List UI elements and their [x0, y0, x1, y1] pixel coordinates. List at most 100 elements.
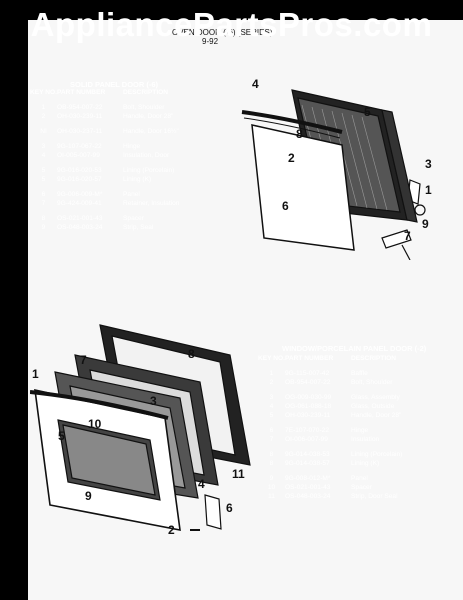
table-row: 8 9G-014-038-57 Lining (K) — [258, 459, 402, 468]
part-number-cell: OS-048-003-24 — [57, 224, 103, 231]
table-row: 6 7E-107-070-22 Hinge — [258, 426, 402, 435]
column-header: DESCRIPTION — [351, 355, 397, 362]
table-header: KEY NO.PART NUMBER DESCRIPTION — [30, 88, 179, 97]
part-number-cell: OH-030-239-11 — [285, 412, 331, 419]
part-number-cell: OS-021-001-43 — [285, 484, 331, 491]
callout-8: 8 — [296, 127, 303, 141]
callout-6: 6 — [282, 199, 289, 213]
key-cell: 8 — [269, 451, 274, 458]
key-cell: 1 — [269, 370, 274, 377]
part-number-cell: OH-030-237-11 — [57, 128, 103, 135]
part-number-cell: 9G-107-067-22 — [57, 143, 102, 150]
window-door-title: WINDOW/PORCELAIN PANEL DOOR (-2) — [282, 344, 427, 353]
key-cell: 6 — [41, 191, 46, 198]
part-number-cell: 9G-006-009-M* — [57, 191, 103, 198]
part-number-cell: 9G-014-038-57 — [285, 460, 330, 467]
description-cell: Lining (K) — [351, 460, 380, 467]
callout-3: 3 — [425, 157, 432, 171]
description-cell: Panel — [351, 475, 368, 482]
callout-4: 4 — [252, 77, 259, 91]
callout-3: 3 — [150, 394, 157, 408]
watermark: AppliancePartsPros.com — [30, 6, 433, 43]
callout-1: 1 — [425, 183, 432, 197]
key-cell: 4 — [41, 152, 46, 159]
part-number-cell: 9G-014-038-53 — [285, 451, 330, 458]
page-header: OVEN DOOR (-6) (SERIES) 9-92 — [172, 28, 272, 46]
description-cell: Strip, Seal — [123, 224, 154, 231]
table-row: NI OH-030-237-11 Handle, Door 16½" — [30, 127, 179, 136]
key-cell: 6 — [269, 427, 274, 434]
part-number-cell: OG-061-088-18 — [285, 403, 332, 410]
description-cell: Spacer — [351, 484, 372, 491]
column-header: PART NUMBER — [57, 89, 106, 96]
window-door-exploded-diagram: 7 8 1 3 10 5 11 4 9 6 2 — [30, 324, 251, 537]
table-row: 1 OB-954-007-22 Bolt, Shoulder — [30, 103, 179, 112]
description-cell: Hinge — [123, 143, 141, 150]
description-cell: Lining (Porcelain) — [123, 167, 175, 174]
key-cell: 9 — [41, 224, 46, 231]
callout-9: 9 — [422, 217, 429, 231]
header-date: 9-92 — [202, 37, 219, 46]
part-number-cell: 9G-424-009-41 — [57, 200, 102, 207]
callout-4: 4 — [198, 477, 205, 491]
description-cell: Hinge — [351, 427, 369, 434]
solid-door-title: SOLID PANEL DOOR (-6) — [70, 80, 159, 89]
description-cell: Retainer, Insulation — [123, 200, 180, 207]
part-number-cell: OI-006-007-99 — [285, 436, 328, 443]
callout-6: 6 — [226, 501, 233, 515]
description-cell: Glass, Outside — [351, 403, 395, 410]
description-cell: Bolt, Shoulder — [123, 104, 165, 111]
callout-7: 7 — [80, 353, 87, 367]
window-door-callouts: 7 8 1 3 10 5 11 4 9 6 2 — [32, 347, 245, 537]
description-cell: Insulation, Door — [123, 152, 170, 159]
column-header: KEY NO. — [30, 89, 57, 96]
column-header: PART NUMBER — [285, 355, 334, 362]
column-header: DESCRIPTION — [123, 89, 169, 96]
table-row: 9 OS-048-003-24 Strip, Seal — [30, 223, 179, 232]
description-cell: Handle, Door 28" — [123, 113, 174, 120]
key-cell: 11 — [268, 493, 275, 500]
callout-5: 5 — [364, 105, 371, 119]
part-number-cell: OS-048-003-24 — [285, 493, 331, 500]
callout-5: 5 — [58, 429, 65, 443]
key-cell: 4 — [269, 403, 274, 410]
description-cell: Handle, Door 16½" — [123, 128, 179, 135]
part-number-cell: OH-030-239-11 — [57, 113, 103, 120]
part-number-cell: 9G-115-007-42 — [285, 370, 330, 377]
key-cell: NI — [40, 128, 47, 135]
key-cell: 7 — [41, 200, 46, 207]
description-cell: Strip, Door Seal — [351, 493, 398, 500]
header-title: OVEN DOOR (-6) (SERIES) — [172, 28, 273, 37]
description-cell: Bolt, Shoulder — [351, 379, 393, 386]
table-row: 3 9G-107-067-22 Hinge — [30, 142, 179, 151]
table-row: 7 9G-424-009-41 Retainer, Insulation — [30, 199, 180, 208]
solid-door-callouts: 4 5 8 2 6 3 1 9 7 — [252, 77, 432, 243]
part-number-cell: 9G-008-012-M* — [285, 475, 331, 482]
part-number-cell: OG-009-030-99 — [285, 394, 332, 401]
key-cell: 7 — [269, 436, 274, 443]
key-cell: 5 — [41, 176, 46, 183]
key-cell: 3 — [41, 143, 46, 150]
part-number-cell: 7E-107-070-22 — [285, 427, 329, 434]
part-number-cell: OI-005-007-99 — [57, 152, 100, 159]
key-cell: 1 — [41, 104, 46, 111]
callout-7: 7 — [404, 229, 411, 243]
key-cell: 8 — [269, 460, 274, 467]
description-cell: Handle, Door 28" — [351, 412, 402, 419]
part-number-cell: OB-954-007-22 — [57, 104, 103, 111]
part-number-cell: 9G-016-020-57 — [57, 176, 102, 183]
key-cell: 9 — [269, 475, 274, 482]
